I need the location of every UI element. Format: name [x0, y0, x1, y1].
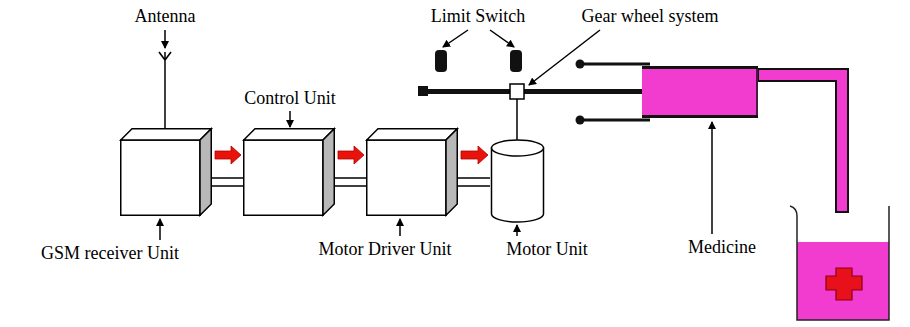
motor-driver-unit: Motor Driver Unit — [366, 128, 458, 216]
gear-label: Gear wheel system — [582, 7, 719, 27]
antenna-label: Antenna — [135, 7, 196, 27]
signal-connector — [335, 146, 366, 186]
gsm-receiver-unit: GSM receiver Unit — [120, 128, 212, 216]
motor-unit: Motor Unit — [490, 138, 545, 224]
node-label: Motor Unit — [506, 240, 588, 260]
signal-connector — [212, 146, 243, 186]
syringe-shape — [642, 66, 758, 118]
limit-switch-label: Limit Switch — [431, 7, 526, 27]
outlet-pipe — [758, 69, 848, 212]
medicine-syringe: Medicine — [642, 66, 758, 118]
cylinder-shape — [490, 138, 545, 224]
node-label: Medicine — [688, 238, 756, 258]
node-label: Control Unit — [244, 89, 336, 109]
cube-shape — [120, 128, 212, 216]
leader-arrows — [160, 30, 712, 240]
node-label: GSM receiver Unit — [41, 244, 179, 264]
control-unit: Control Unit — [243, 128, 335, 216]
node-label: Motor Driver Unit — [319, 240, 452, 260]
signal-connector — [458, 146, 490, 186]
plunger-rod — [418, 86, 648, 96]
cube-shape — [243, 128, 335, 216]
limit-switch — [435, 50, 447, 72]
beaker — [790, 206, 889, 320]
cube-shape — [366, 128, 458, 216]
motor-shaft — [516, 99, 518, 142]
antenna-symbol — [159, 52, 171, 134]
limit-switch — [510, 50, 522, 72]
gear-wheel — [510, 84, 524, 99]
